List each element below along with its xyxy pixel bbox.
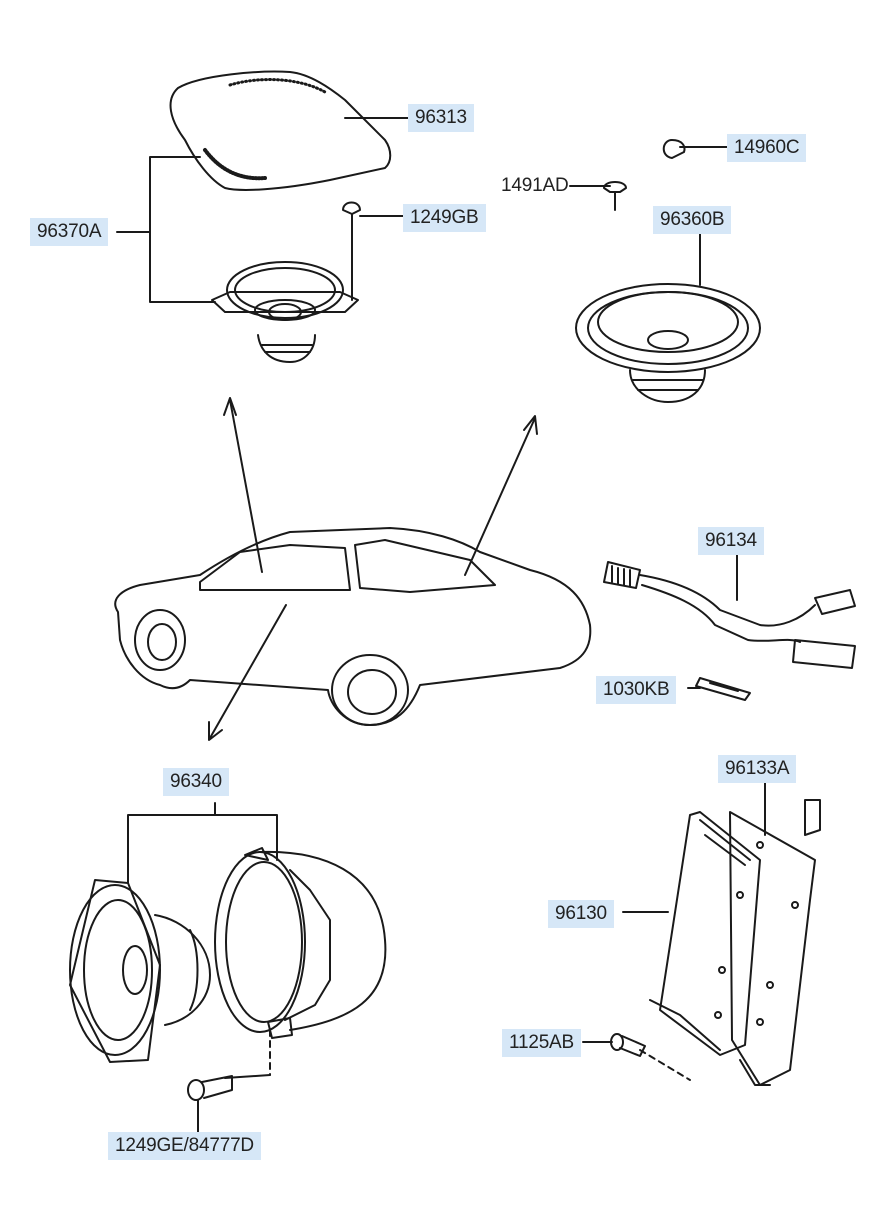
bolt-1125ab (610, 1033, 646, 1057)
screw-1249ge (187, 1075, 233, 1101)
callout-1249gb[interactable]: 1249GB (403, 204, 486, 232)
screw-1249gb (342, 201, 361, 229)
callout-1030kb[interactable]: 1030KB (596, 676, 677, 704)
arrows (208, 397, 538, 741)
callout-96340[interactable]: 96340 (163, 768, 229, 796)
callout-96130[interactable]: 96130 (548, 900, 614, 928)
screw-1491ad (603, 181, 627, 211)
cable-tie (695, 677, 751, 701)
bracket-96370a (116, 156, 216, 303)
clip-14960c (662, 139, 686, 159)
callout-96134[interactable]: 96134 (698, 527, 764, 555)
callout-1491ad[interactable]: 1491AD (501, 175, 569, 196)
amplifier (649, 811, 761, 1056)
front-speaker (211, 261, 359, 363)
callout-1125ab[interactable]: 1125AB (502, 1029, 582, 1057)
callout-96370a[interactable]: 96370A (30, 218, 109, 246)
rear-speaker (575, 283, 761, 403)
callout-1249ge-84777d[interactable]: 1249GE/84777D (108, 1132, 261, 1160)
amplifier-bracket (729, 799, 821, 1086)
speaker-grille-cover (169, 70, 392, 191)
door-speaker (69, 879, 211, 1063)
callout-14960c[interactable]: 14960C (727, 134, 807, 162)
callout-96133a[interactable]: 96133A (718, 755, 797, 783)
speaker-spacer (214, 847, 387, 1039)
car-outline (114, 527, 592, 726)
wiring-harness (603, 561, 856, 669)
callout-96313[interactable]: 96313 (408, 104, 474, 132)
callout-96360b[interactable]: 96360B (653, 206, 732, 234)
